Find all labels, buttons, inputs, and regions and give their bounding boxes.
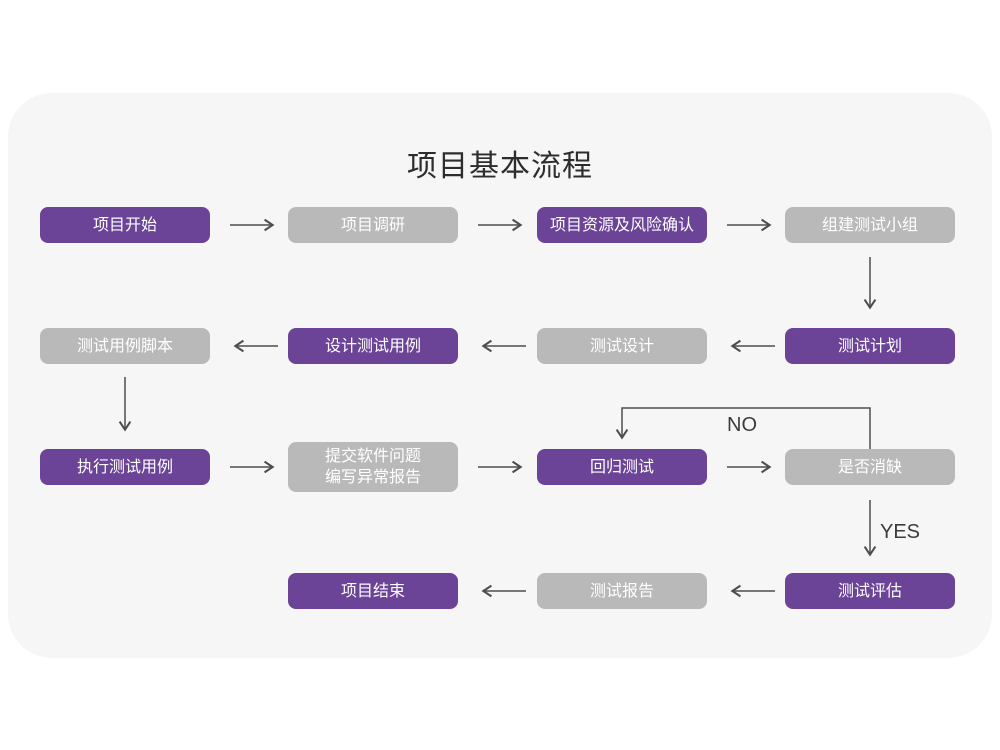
node-label: 设计测试用例 xyxy=(324,337,421,355)
node-submit-issue-report: 提交软件问题 编写异常报告 xyxy=(288,442,458,492)
node-project-research: 项目调研 xyxy=(288,207,458,243)
flowchart-card xyxy=(8,93,992,658)
node-project-start: 项目开始 xyxy=(40,207,210,243)
node-test-design: 测试设计 xyxy=(537,328,707,364)
yes-edge-label: YES xyxy=(880,521,921,543)
node-label: 测试计划 xyxy=(837,337,902,355)
node-label: 项目结束 xyxy=(340,582,405,600)
node-label: 提交软件问题 编写异常报告 xyxy=(324,448,421,486)
node-label: 测试报告 xyxy=(589,582,654,600)
node-regression-test: 回归测试 xyxy=(537,449,707,485)
node-label: 测试设计 xyxy=(589,337,654,355)
node-test-report: 测试报告 xyxy=(537,573,707,609)
node-label: 回归测试 xyxy=(589,458,654,476)
node-build-test-team: 组建测试小组 xyxy=(785,207,955,243)
node-execute-test-case: 执行测试用例 xyxy=(40,449,210,485)
node-label: 项目资源及风险确认 xyxy=(549,216,694,234)
node-label: 是否消缺 xyxy=(837,458,902,476)
node-label: 执行测试用例 xyxy=(76,458,173,476)
node-project-end: 项目结束 xyxy=(288,573,458,609)
diagram-title: 项目基本流程 xyxy=(407,150,593,183)
no-edge-label: NO xyxy=(727,414,757,436)
node-test-plan: 测试计划 xyxy=(785,328,955,364)
node-label: 项目开始 xyxy=(92,216,157,234)
node-design-test-case: 设计测试用例 xyxy=(288,328,458,364)
node-resource-risk-confirm: 项目资源及风险确认 xyxy=(537,207,707,243)
node-test-case-script: 测试用例脚本 xyxy=(40,328,210,364)
node-label: 组建测试小组 xyxy=(821,216,918,234)
node-label: 项目调研 xyxy=(340,216,405,234)
node-defect-cleared: 是否消缺 xyxy=(785,449,955,485)
node-label: 测试评估 xyxy=(837,582,902,600)
node-test-evaluation: 测试评估 xyxy=(785,573,955,609)
node-label: 测试用例脚本 xyxy=(76,337,173,355)
